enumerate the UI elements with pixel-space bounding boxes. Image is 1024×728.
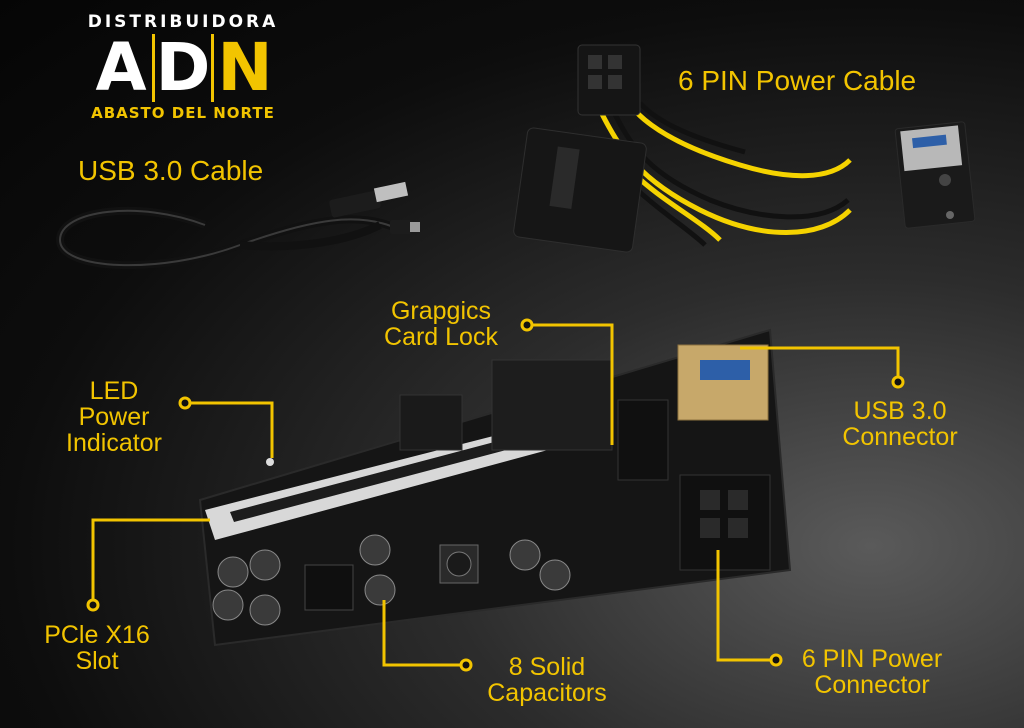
logo-letters: A D N — [78, 34, 288, 102]
pcie-line — [91, 518, 210, 605]
card-lock-line — [527, 323, 614, 445]
led-line — [185, 401, 274, 458]
usb-connector-line — [740, 346, 900, 382]
callout-lines — [91, 323, 900, 667]
logo-bottom-text: ABASTO DEL NORTE — [91, 104, 275, 122]
callout-dots — [86, 318, 905, 672]
logo-letter-n: N — [217, 29, 273, 106]
riser-board-image — [198, 328, 792, 647]
led-label: LED Power Indicator — [66, 377, 162, 457]
capacitors-label: 8 Solid Capacitors — [487, 653, 607, 707]
power-connector-label: 6 PIN Power Connector — [801, 645, 943, 699]
usb-cable-label: USB 3.0 Cable — [78, 155, 264, 186]
power-cable-label: 6 PIN Power Cable — [678, 65, 917, 96]
pcie-label: PCle X16 Slot — [44, 621, 150, 675]
usb-connector-label: USB 3.0 Connector — [842, 397, 958, 451]
logo-letter-a: A — [95, 29, 147, 106]
power-connector-line — [716, 550, 776, 662]
power-cable-image — [513, 44, 852, 253]
logo-letter-d: D — [152, 34, 214, 102]
brand-logo: DISTRIBUIDORA A D N ABASTO DEL NORTE — [78, 12, 288, 122]
card-lock-label: Grapgics Card Lock — [384, 297, 498, 351]
usb-adapter-image — [894, 121, 976, 229]
usb-cable-image — [55, 181, 420, 270]
capacitors-line — [382, 600, 466, 667]
logo-top-text: DISTRIBUIDORA — [87, 12, 279, 32]
